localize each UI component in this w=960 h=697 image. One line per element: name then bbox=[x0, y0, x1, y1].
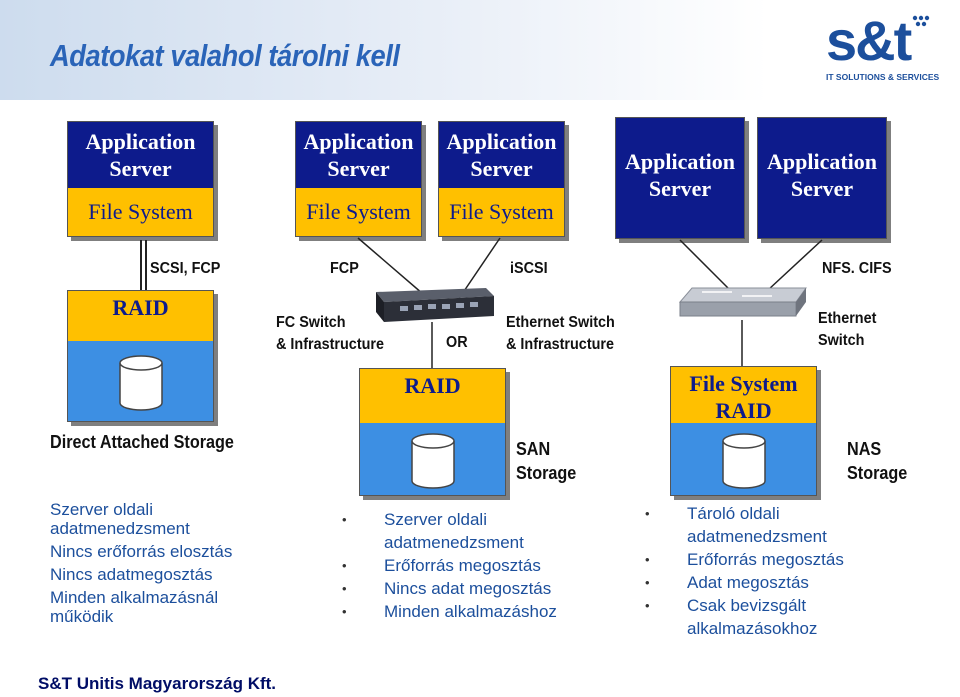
header-band bbox=[0, 0, 960, 100]
label-ethernet-switch: Ethernet Switch& Infrastructure bbox=[506, 314, 615, 353]
disk-cylinder-icon bbox=[722, 433, 766, 489]
das-connection-line bbox=[140, 240, 142, 290]
label-or: OR bbox=[446, 334, 468, 351]
san-file-system-2: File System bbox=[439, 188, 564, 236]
logo-dots-icon bbox=[912, 15, 930, 27]
label-fcp: FCP bbox=[330, 260, 359, 277]
list-item: Erőforrás megosztás bbox=[645, 548, 844, 571]
list-item: Minden alkalmazásnál bbox=[50, 588, 219, 607]
san-file-system-1: File System bbox=[296, 188, 421, 236]
logo-mark: s&t bbox=[826, 9, 912, 72]
list-item: működik bbox=[50, 607, 114, 626]
disk-cylinder-icon bbox=[411, 433, 455, 489]
label-iscsi: iSCSI bbox=[510, 260, 548, 277]
label-fc-switch: FC Switch& Infrastructure bbox=[276, 314, 385, 353]
label-scsi-fcp: SCSI, FCP bbox=[150, 260, 221, 277]
list-item: Minden alkalmazáshoz bbox=[342, 600, 557, 623]
footer-company: S&T Unitis Magyarország Kft. bbox=[38, 674, 277, 693]
list-item: adatmenedzsment bbox=[50, 519, 190, 538]
fc-switch-icon bbox=[376, 288, 494, 322]
san-raid-storage: RAID bbox=[359, 368, 506, 496]
slide-title: Adatokat valahol tárolni kell bbox=[50, 38, 400, 73]
list-item: Nincs erőforrás elosztás bbox=[50, 542, 233, 561]
label-nfs-cifs: NFS. CIFS bbox=[822, 260, 892, 277]
logo-tagline: IT SOLUTIONS & SERVICES bbox=[826, 72, 940, 82]
das-connection-line-2 bbox=[145, 240, 147, 290]
list-item: Adat megosztás bbox=[645, 571, 844, 594]
list-item: Erőforrás megosztás bbox=[342, 554, 557, 577]
st-logo: s&t IT SOLUTIONS & SERVICES bbox=[826, 10, 944, 88]
das-feature-list: Szerver oldali adatmenedzsment Nincs erő… bbox=[50, 498, 232, 628]
label-direct-attached-storage: Direct Attached Storage bbox=[50, 432, 234, 452]
list-item: Szerver oldali bbox=[50, 500, 153, 519]
disk-cylinder-icon bbox=[119, 355, 163, 411]
list-item: Nincs adat megosztás bbox=[342, 577, 557, 600]
das-file-system: File System bbox=[68, 188, 213, 236]
list-item: Nincs adatmegosztás bbox=[50, 565, 213, 584]
das-raid-storage: RAID bbox=[67, 290, 214, 422]
ethernet-switch-icon bbox=[678, 287, 807, 317]
